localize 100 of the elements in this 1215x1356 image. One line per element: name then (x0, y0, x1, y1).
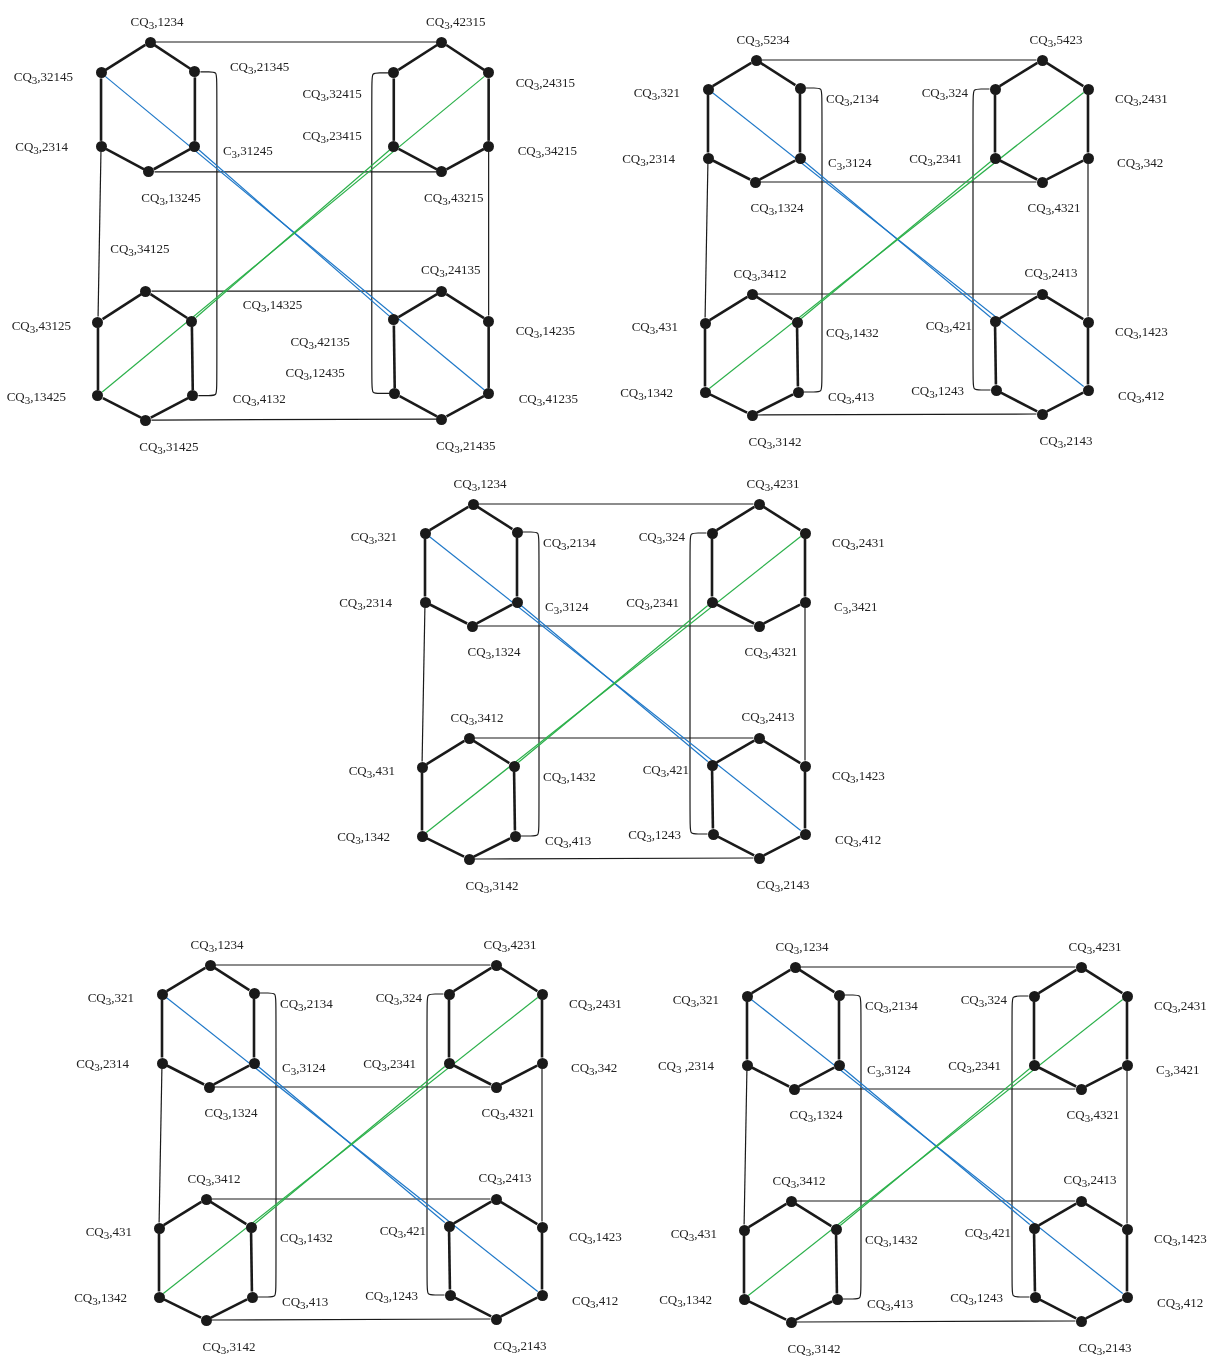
vertex-label: CQ$_{3}$,413 (828, 388, 875, 404)
vertex-label: CQ$_{3}$,1423 (1154, 1230, 1207, 1246)
vertex-label: CQ$_{3}$,342 (1117, 154, 1164, 170)
vertex-dot (799, 527, 811, 539)
vertex-dot (443, 988, 455, 1000)
vertex-label: CQ$_{3}$,431 (670, 1225, 717, 1241)
vertex-label: CQ$_{3}$,321 (87, 989, 134, 1005)
vertex-label: CQ$_{3}$,1342 (620, 384, 673, 400)
hexagon-edge (512, 771, 517, 831)
hexagon-edge (445, 43, 485, 71)
hexagon-edge (716, 739, 755, 764)
hexagon-edge (392, 78, 396, 141)
connecting-edge (519, 531, 540, 837)
vertex-label: CQ$_{3}$,412 (572, 1292, 619, 1308)
hexagon-edge (709, 393, 748, 414)
vertex-label: CQ$_{3}$,12435 (285, 364, 345, 380)
hexagon-edge (252, 998, 256, 1058)
vertex-label: CQ$_{3}$,1243 (365, 1287, 418, 1303)
vertex-label: CQ$_{3}$,4132 (232, 390, 286, 406)
vertex-dot (1075, 1083, 1087, 1095)
vertex-label: CQ$_{3}$,1423 (832, 767, 885, 783)
vertex-dot (1075, 1195, 1087, 1207)
vertex-dot (536, 1221, 548, 1233)
connecting-edge (214, 964, 492, 966)
vertex-label: CQ$_{3}$,2314 (76, 1055, 129, 1071)
connecting-edge (795, 1320, 1077, 1323)
connecting-edge (743, 1069, 748, 1226)
hexagon-edge (1046, 391, 1084, 413)
connecting-edge (756, 413, 1038, 416)
hexagon-edge (540, 1232, 544, 1290)
vertex-dot (204, 959, 216, 971)
vertex-label: CQ$_{3}$,1423 (569, 1228, 622, 1244)
vertex-dot (490, 1193, 502, 1205)
vertex-label: CQ$_{3}$,4321 (744, 643, 798, 659)
connecting-edge (760, 59, 1038, 61)
vertex-dot (989, 83, 1001, 95)
vertex-dot (419, 596, 431, 608)
hexagon-edge (399, 394, 438, 418)
hexagon-edge (473, 739, 510, 765)
hexagon-edge (500, 1064, 538, 1086)
vertex-label: C$_{3}$,3124 (828, 154, 872, 170)
hexagon-edge (798, 968, 836, 994)
vertex-dot (436, 166, 448, 178)
hexagon-edge (795, 1202, 832, 1228)
connecting-edge (541, 1067, 543, 1223)
vertex-dot (833, 989, 845, 1001)
vertex-dot (483, 387, 495, 399)
vertex-dot (186, 315, 198, 327)
hexagon-edge (99, 78, 103, 141)
vertex-dot (753, 852, 765, 864)
vertex-label: CQ$_{3}$,2413 (1063, 1171, 1117, 1187)
vertex-label: CQ$_{3}$,1324 (789, 1106, 843, 1122)
vertex-dot (419, 527, 431, 539)
connecting-edge (210, 1198, 492, 1200)
vertex-label: CQ$_{3}$,34215 (517, 142, 577, 158)
vertex-label: CQ$_{3}$,2314 (15, 138, 69, 154)
vertex-dot (143, 166, 155, 178)
vertex-label: CQ$_{3}$,4321 (1066, 1106, 1120, 1122)
vertex-label: CQ$_{3}$,1324 (750, 199, 804, 215)
hexagon-edge (397, 43, 438, 71)
vertex-label: CQ$_{3}$,324 (638, 528, 685, 544)
vertex-label: CQ$_{3}$,32415 (302, 85, 362, 101)
vertex-dot (706, 527, 718, 539)
vertex-label: CQ$_{3}$,3142 (202, 1338, 256, 1354)
hexagon-edge (716, 603, 755, 625)
hexagon-edge (420, 772, 424, 831)
vertex-label: CQ$_{3}$,2134 (280, 995, 333, 1011)
vertex-dot (463, 732, 475, 744)
vertex-dot (1036, 408, 1048, 420)
vertex-label: CQ$_{3}$,21435 (436, 437, 496, 453)
hexagon-edge (1038, 1202, 1077, 1227)
vertex-dot (753, 732, 765, 744)
connecting-edge (1087, 162, 1089, 318)
vertex-label: CQ$_{3}$,2431 (569, 995, 622, 1011)
hexagon-edge (102, 396, 142, 419)
vertex-dot (153, 1222, 165, 1234)
vertex-label: CQ$_{3}$,321 (633, 84, 680, 100)
hexagon-edge (473, 837, 511, 858)
vertex-label: CQ$_{3}$,412 (1118, 387, 1165, 403)
vertex-dot (246, 1291, 258, 1303)
hexagon-edge (710, 538, 714, 597)
vertex-dot (483, 67, 495, 79)
connecting-edge (488, 151, 490, 317)
connecting-edge (704, 162, 709, 319)
connecting-edge (972, 88, 992, 391)
hexagon-edge (716, 505, 755, 532)
vertex-label: CQ$_{3}$,42135 (290, 333, 350, 349)
hexagon-edge (710, 770, 715, 829)
hexagon-edge (1125, 1001, 1129, 1060)
vertex-label: CQ$_{3}$,43215 (424, 189, 484, 205)
vertex-dot (785, 1316, 797, 1328)
vertex-dot (799, 828, 811, 840)
vertex-label: CQ$_{3}$,4231 (483, 936, 537, 952)
vertex-label: CQ$_{3}$,421 (642, 761, 689, 777)
vertex-dot (753, 498, 765, 510)
hexagon-edge (500, 1296, 538, 1318)
vertex-label: CQ$_{3}$,342 (571, 1059, 618, 1075)
vertex-label: CQ$_{3}$,2341 (626, 594, 679, 610)
vertex-label: CQ$_{3}$,14235 (515, 322, 575, 338)
hexagon-edge (1038, 1066, 1077, 1088)
